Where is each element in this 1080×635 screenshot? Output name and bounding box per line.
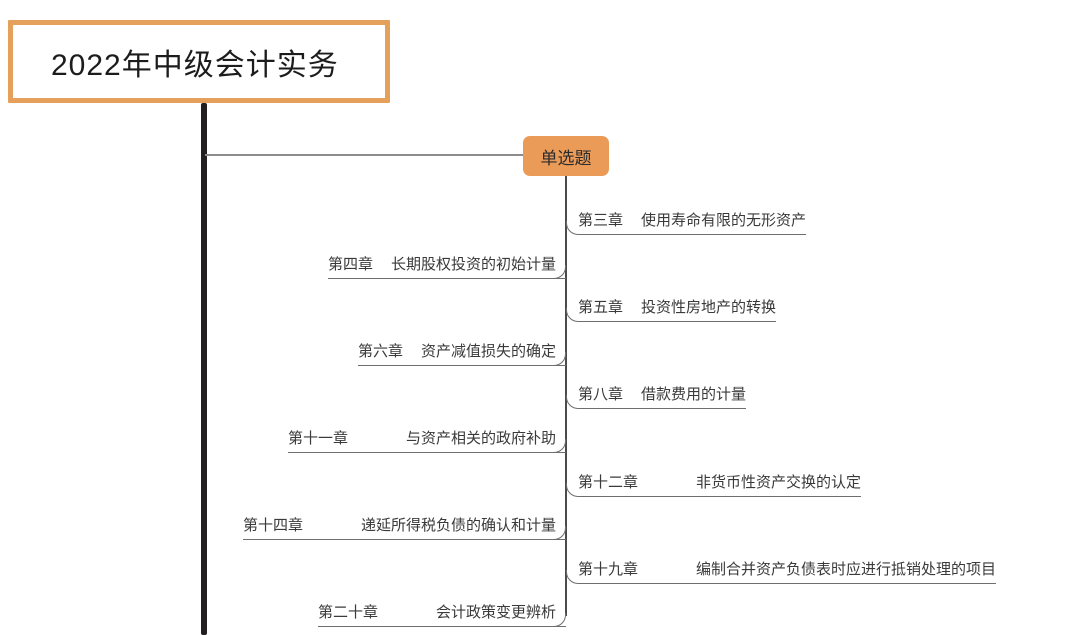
branch-title-label: 非货币性资产交换的认定 <box>696 473 862 491</box>
branch-elbow-connector <box>566 221 580 235</box>
branch-chapter-label: 第八章 <box>578 386 624 404</box>
branch-chapter-label: 第六章 <box>357 342 403 360</box>
branch-title-label: 使用寿命有限的无形资产 <box>641 212 807 229</box>
topic-node-single-choice[interactable]: 单选题 <box>523 136 609 176</box>
branch-chapter-label: 第二十章 <box>317 604 378 622</box>
branch-item[interactable]: 第二十章 会计政策变更辨析 <box>317 597 566 628</box>
branch-elbow-connector <box>566 308 580 323</box>
branch-elbow-connector <box>566 482 580 497</box>
topic-node-label: 单选题 <box>540 148 592 168</box>
branch-title-label: 资产减值损失的确定 <box>420 342 556 360</box>
branch-item[interactable]: 第三章使用寿命有限的无形资产 <box>578 205 807 235</box>
branch-title-label: 投资性房地产的转换 <box>641 299 777 317</box>
branch-title-label: 会计政策变更辨析 <box>435 604 556 622</box>
branch-item[interactable]: 第五章投资性房地产的转换 <box>578 292 777 323</box>
branch-item[interactable]: 第十二章 非货币性资产交换的认定 <box>578 467 862 497</box>
branch-title-label: 借款费用的计量 <box>641 386 747 404</box>
branch-chapter-label: 第十九章 <box>578 560 639 578</box>
branch-chapter-label: 第十二章 <box>578 473 639 491</box>
branch-elbow-connector <box>566 569 580 584</box>
branch-title-label: 与资产相关的政府补助 <box>405 430 556 447</box>
branch-chapter-label: 第十四章 <box>242 517 303 535</box>
branch-item[interactable]: 第十一章 与资产相关的政府补助 <box>287 423 566 453</box>
branch-item[interactable]: 第六章资产减值损失的确定 <box>357 336 566 366</box>
branch-chapter-label: 第五章 <box>578 299 624 317</box>
branch-chapter-label: 第四章 <box>327 255 373 273</box>
branch-chapter-label: 第十一章 <box>287 430 348 447</box>
branch-title-label: 递延所得税负债的确认和计量 <box>360 517 556 535</box>
root-node[interactable]: 2022年中级会计实务 <box>8 20 390 103</box>
root-title: 2022年中级会计实务 <box>51 48 339 82</box>
trunk-to-topic-connector <box>205 154 530 156</box>
branch-elbow-connector <box>566 395 580 410</box>
branch-item[interactable]: 第八章借款费用的计量 <box>578 379 747 410</box>
branch-item[interactable]: 第十四章 递延所得税负债的确认和计量 <box>242 510 566 541</box>
branch-item[interactable]: 第四章长期股权投资的初始计量 <box>327 249 566 279</box>
trunk-line <box>201 103 207 635</box>
branch-chapter-label: 第三章 <box>578 212 624 229</box>
branch-title-label: 编制合并资产负债表时应进行抵销处理的项目 <box>696 560 997 578</box>
branch-title-label: 长期股权投资的初始计量 <box>390 255 556 273</box>
branch-item[interactable]: 第十九章 编制合并资产负债表时应进行抵销处理的项目 <box>578 554 997 584</box>
